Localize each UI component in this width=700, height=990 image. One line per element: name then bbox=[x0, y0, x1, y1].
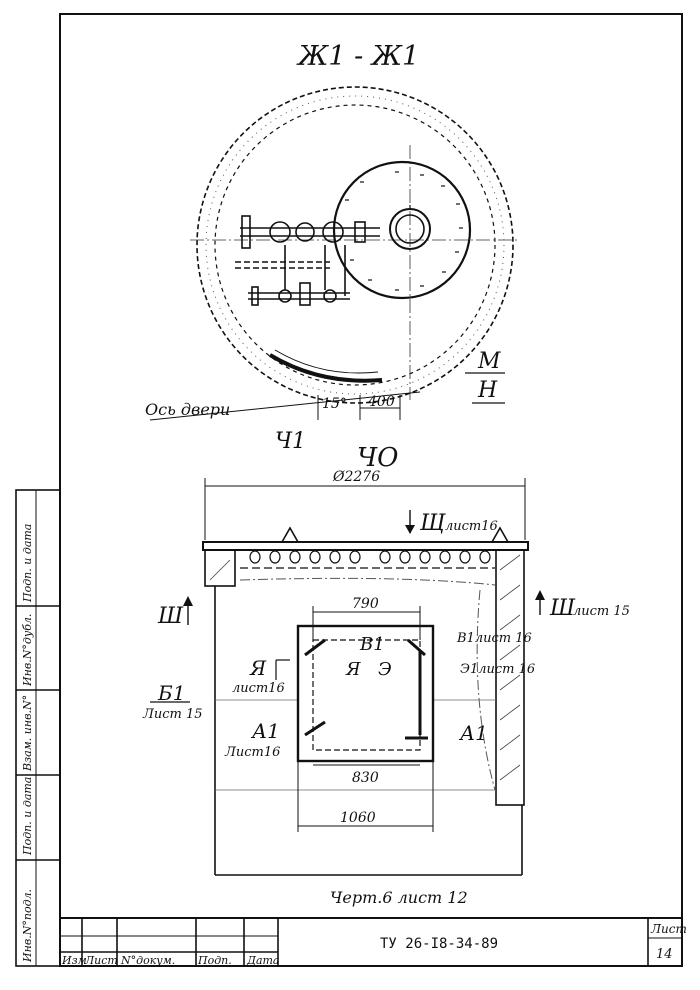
label-e1-sheet: Э1лист 16 bbox=[460, 662, 535, 677]
view-shch-left: Ш bbox=[157, 604, 184, 629]
view-shch-top-sheet: лист16 bbox=[445, 519, 498, 534]
section-top-title: Ж1 - Ж1 bbox=[296, 41, 419, 72]
dimension-diameter: Ø2276 bbox=[332, 469, 380, 485]
vessel-shell-outer bbox=[196, 86, 514, 404]
label-a1-right: А1 bbox=[458, 721, 488, 745]
dimension-1060: 1060 bbox=[340, 810, 376, 826]
sheet-label: Лист bbox=[650, 922, 687, 936]
stamp-inv-podl: Инв.N°подл. bbox=[21, 889, 34, 963]
section-bottom-title: ЧО bbox=[357, 443, 398, 473]
label-b1: Б1 bbox=[157, 681, 185, 705]
door-opening-inner bbox=[312, 639, 421, 751]
title-block: Изм Лист N°докум. Подп. Дата ТУ 26-I8-34… bbox=[60, 917, 687, 967]
heating-coils bbox=[240, 550, 495, 569]
label-v1: В1 bbox=[359, 634, 385, 655]
marker-m: М bbox=[477, 349, 501, 374]
flange-bolts bbox=[345, 171, 463, 291]
stamp-podp-data-2: Подп. и дата bbox=[21, 524, 34, 603]
door-arc bbox=[268, 353, 383, 383]
title-header-doc: N°докум. bbox=[120, 954, 175, 967]
angle-label: 15° bbox=[322, 396, 347, 412]
label-a1-left: А1 bbox=[250, 719, 280, 743]
label-ya-left-sheet: лист16 bbox=[232, 681, 285, 696]
left-wall bbox=[204, 549, 236, 587]
document-code: ТУ 26-I8-34-89 bbox=[380, 936, 498, 952]
view-shch-right: Ш bbox=[549, 596, 576, 621]
door-brackets bbox=[304, 638, 428, 740]
dimension-400: 400 bbox=[367, 394, 395, 410]
label-v1-sheet: В1лист 16 bbox=[456, 631, 532, 646]
roof-plate bbox=[202, 541, 529, 551]
door-axis-label: Ось двери bbox=[145, 400, 230, 419]
door-opening-outer bbox=[296, 624, 435, 763]
right-wall bbox=[495, 549, 525, 806]
title-header-list: Лист bbox=[84, 954, 118, 967]
label-ya-center: Я bbox=[345, 659, 361, 680]
title-header-sign: Подп. bbox=[197, 954, 232, 967]
manhole-cover bbox=[332, 160, 472, 300]
label-a1-left-sheet: Лист16 bbox=[224, 745, 280, 760]
drawing-reference: Черт.6 лист 12 bbox=[330, 888, 468, 907]
view-shch-right-sheet: лист 15 bbox=[573, 604, 630, 619]
label-e-center: Э bbox=[378, 659, 392, 680]
door-axis-line bbox=[149, 391, 421, 421]
label-b1-sheet: Лист 15 bbox=[142, 707, 203, 722]
sheet-number: 14 bbox=[656, 947, 673, 962]
marker-top-left: Ч1 bbox=[275, 429, 306, 454]
vessel-shell-inner bbox=[214, 104, 496, 386]
title-header-date: Дата bbox=[246, 954, 280, 967]
stamp-inv-dubl: Инв.N°дубл. bbox=[21, 614, 34, 687]
elevation-view: Ø2276 bbox=[142, 469, 630, 907]
plan-view-top: Ж1 - Ж1 bbox=[145, 41, 520, 473]
dimension-790: 790 bbox=[352, 596, 379, 612]
title-header-izm: Изм bbox=[61, 954, 87, 967]
dimension-830: 830 bbox=[352, 770, 379, 786]
stamp-vzam-inv: Взам. инв.N° bbox=[21, 695, 34, 772]
nozzle-ring-inner bbox=[395, 214, 425, 244]
view-shch-top: Щ bbox=[419, 511, 446, 536]
label-ya-left: Я bbox=[249, 656, 267, 680]
stamp-podp-data-1: Подп. и дата bbox=[21, 777, 34, 856]
vessel-lining bbox=[205, 95, 505, 395]
marker-h: Н bbox=[477, 378, 498, 403]
piping-assembly bbox=[235, 215, 380, 306]
side-stamp: Инв.N°подл. Подп. и дата Взам. инв.N° Ин… bbox=[15, 489, 61, 967]
